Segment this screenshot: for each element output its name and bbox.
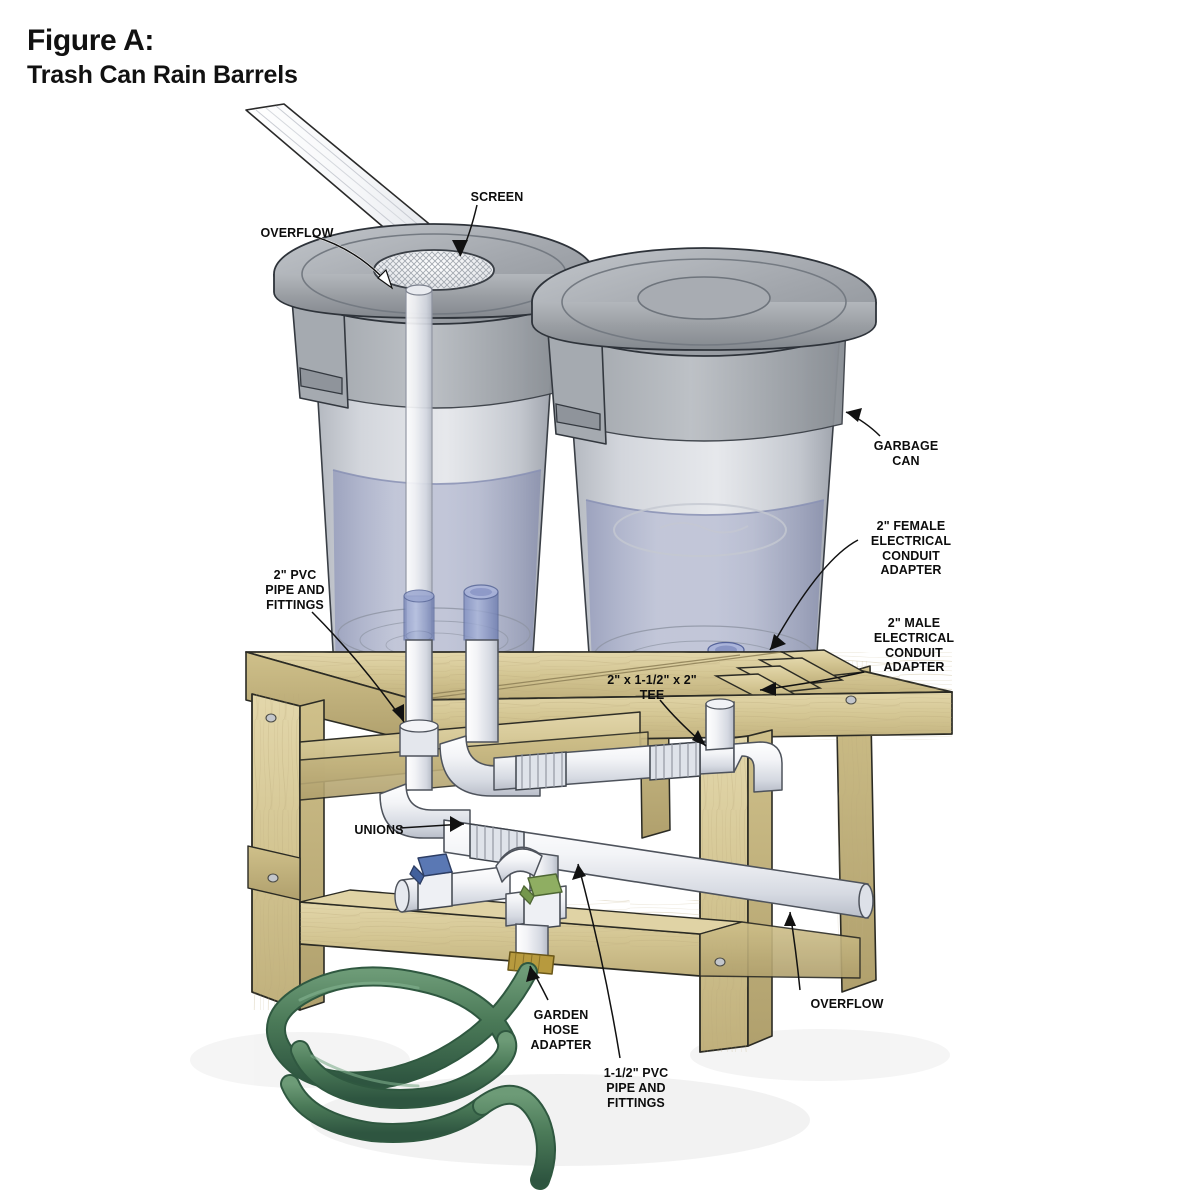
callout-pvc-1half: 1-1/2" PVC PIPE AND FITTINGS (603, 1066, 669, 1110)
callout-garden-hose: GARDEN HOSE ADAPTER (530, 1008, 592, 1052)
union-fitting-right (649, 741, 701, 781)
callout-unions: UNIONS (354, 823, 404, 837)
callout-overflow-bottom: OVERFLOW (810, 997, 884, 1011)
figure-title-line2: Trash Can Rain Barrels (27, 60, 298, 89)
callout-garbage-can: GARBAGE CAN (873, 439, 939, 468)
callout-male-adapter: 2" MALE ELECTRICAL CONDUIT ADAPTER (873, 616, 955, 675)
callout-pvc-2in: 2" PVC PIPE AND FITTINGS (265, 568, 325, 612)
callout-screen: SCREEN (470, 190, 524, 204)
valve-manifold (394, 846, 567, 975)
figure-title-line1: Figure A: (27, 24, 154, 57)
garden-hose (266, 962, 556, 1190)
union-fitting-upper (515, 751, 567, 791)
callout-leaders (311, 204, 881, 1059)
stand-top-slats (713, 649, 867, 701)
callout-female-adapter: 2" FEMALE ELECTRICAL CONDUIT ADAPTER (870, 519, 952, 578)
green-valve-handle (519, 873, 563, 906)
callout-overflow-top: OVERFLOW (260, 226, 334, 240)
callout-tee: 2" x 1-1/2" x 2" TEE (607, 673, 697, 702)
blue-valve-handle (409, 853, 453, 886)
figure-title: Figure A: Trash Can Rain Barrels (27, 22, 298, 91)
wood-stand (245, 649, 953, 1053)
